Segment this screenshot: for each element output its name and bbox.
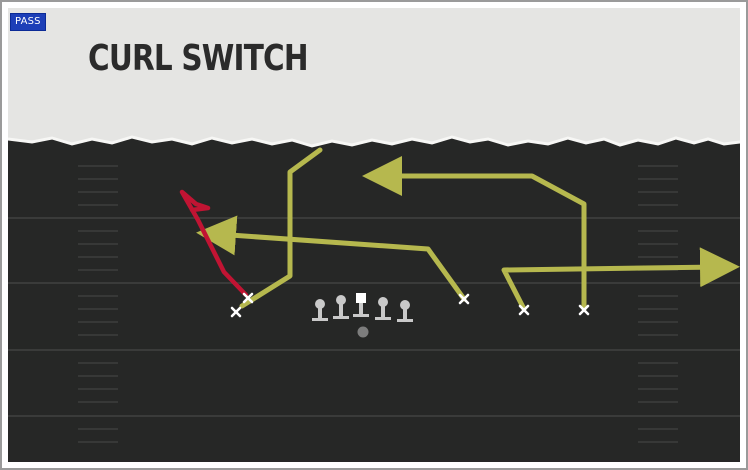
receivers bbox=[230, 292, 590, 318]
paper-header bbox=[8, 8, 740, 146]
offensive-line bbox=[312, 293, 413, 338]
play-title: CURL SWITCH bbox=[88, 38, 309, 79]
field-drawing bbox=[8, 8, 740, 462]
receiver-x-icon bbox=[230, 306, 242, 318]
receiver-x-icon bbox=[518, 304, 530, 316]
routes bbox=[196, 147, 740, 312]
route-highlight bbox=[179, 189, 249, 298]
play-type-badge: PASS bbox=[10, 13, 46, 31]
lineman-icon bbox=[312, 299, 328, 321]
route-dig bbox=[196, 215, 467, 302]
paper-edge-shadow bbox=[8, 135, 740, 148]
lineman-icon bbox=[397, 300, 413, 322]
lineman-icon bbox=[375, 297, 391, 320]
ball-marker bbox=[357, 326, 369, 338]
route-comeback bbox=[362, 156, 587, 312]
receiver-x-icon bbox=[578, 304, 590, 316]
lineman-icon bbox=[333, 295, 349, 319]
route-post bbox=[239, 147, 323, 309]
receiver-x-icon bbox=[242, 292, 254, 304]
center-icon bbox=[353, 293, 369, 317]
hash-marks bbox=[78, 165, 678, 443]
receiver-x-icon bbox=[458, 293, 470, 305]
play-diagram: PASS CURL SWITCH bbox=[8, 8, 740, 462]
yard-lines bbox=[8, 217, 740, 417]
route-drag bbox=[501, 247, 740, 312]
